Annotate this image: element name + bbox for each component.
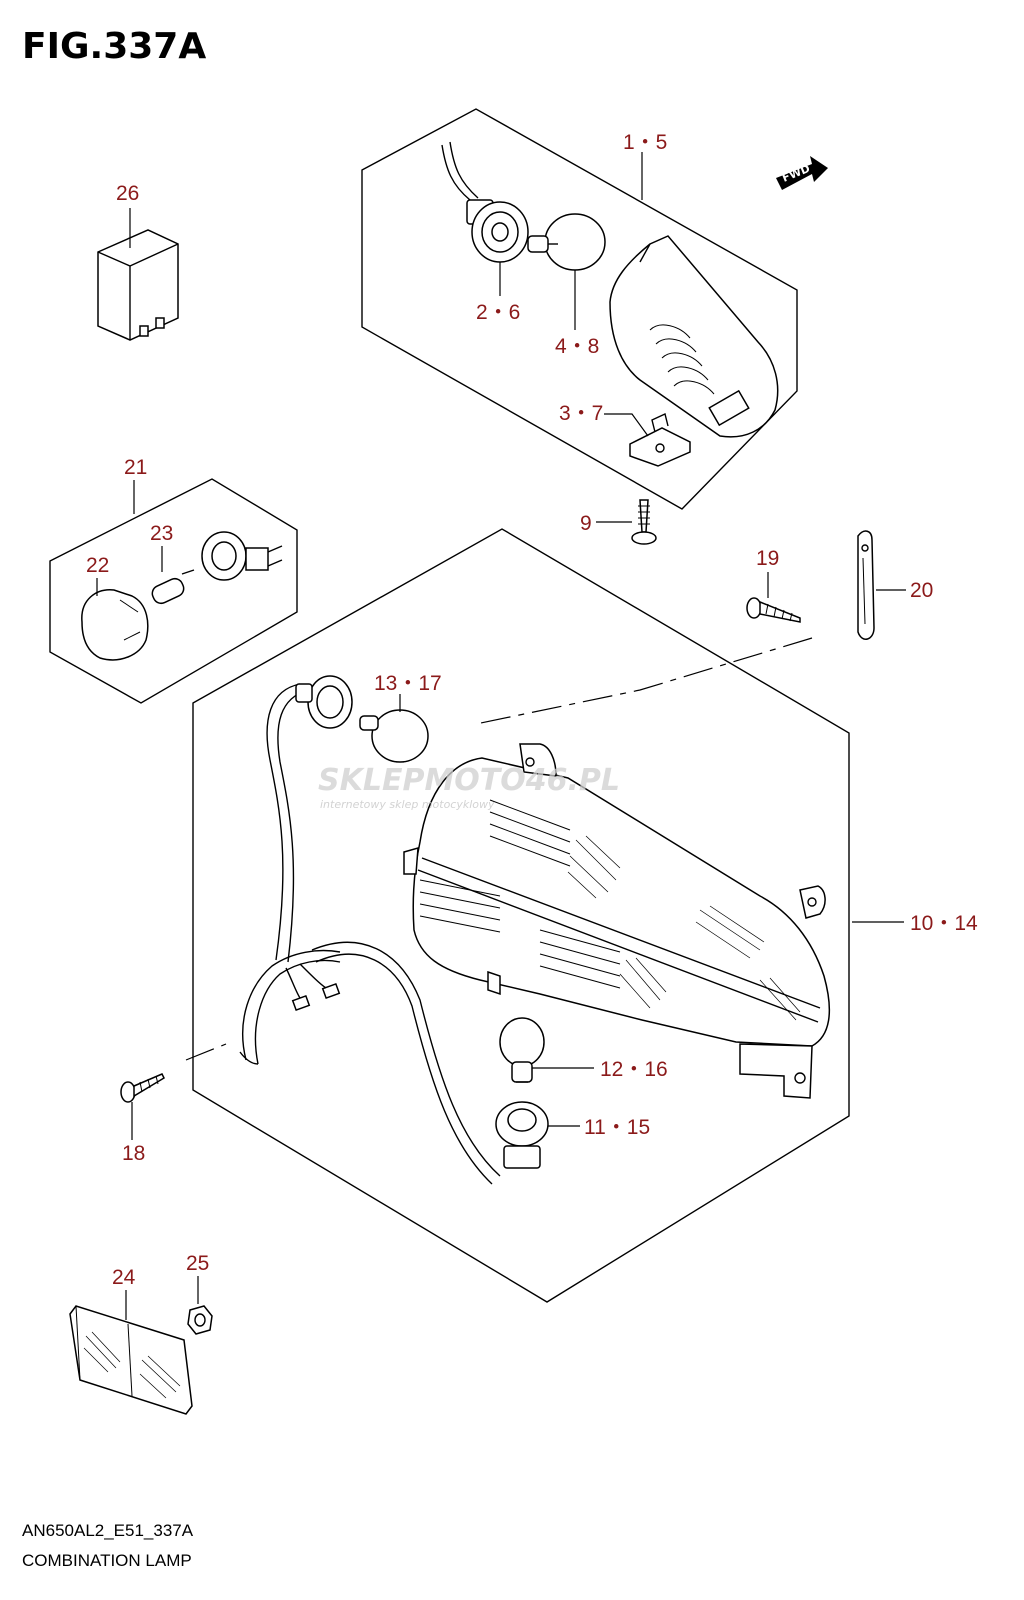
small-socket-part	[201, 531, 283, 581]
front-bulb-part	[527, 213, 606, 271]
callout-10-14: 10・14	[910, 912, 978, 935]
reflector-part: 24	[69, 1266, 193, 1415]
watermark-main: SKLEPMOTO46.PL	[318, 763, 620, 798]
nut-25-part: 25	[186, 1252, 213, 1335]
callout-12-16: 12・16	[600, 1058, 668, 1081]
small-lamp-group: 21 22 23	[49, 456, 298, 704]
front-socket-part	[441, 141, 529, 263]
callout-20: 20	[910, 579, 933, 602]
screw-9-part: 9	[580, 499, 657, 545]
screw-19-part: 19	[746, 547, 801, 623]
callout-25: 25	[186, 1252, 209, 1275]
watermark: SKLEPMOTO46.PL internetowy sklep motocyk…	[318, 763, 620, 811]
figure-caption: COMBINATION LAMP	[22, 1551, 192, 1570]
front-signal-lens-part	[609, 235, 779, 438]
main-socket-lower-part	[495, 1101, 549, 1169]
small-bulb-part	[151, 569, 195, 605]
combination-lamp-housing-part	[403, 743, 831, 1099]
callout-2-6: 2・6	[476, 301, 520, 324]
callout-22: 22	[86, 554, 109, 577]
callout-23: 23	[150, 522, 173, 545]
callout-11-15: 11・15	[584, 1116, 650, 1139]
band-20-part: 20	[857, 530, 933, 640]
callout-3-7: 3・7	[559, 402, 603, 425]
watermark-sub: internetowy sklep motocyklowy	[320, 798, 495, 811]
callout-13-17: 13・17	[374, 672, 442, 695]
combination-lamp-group: 13・17	[120, 528, 978, 1303]
callout-21: 21	[124, 456, 147, 479]
relay-part: 26	[97, 182, 179, 341]
wiring-harness-part	[239, 683, 501, 1185]
callout-18: 18	[122, 1142, 145, 1165]
callout-1-5: 1・5	[623, 131, 667, 154]
callout-24: 24	[112, 1266, 136, 1289]
figure-title: FIG.337A	[22, 26, 206, 67]
screw-18-part	[120, 1073, 165, 1103]
model-code: AN650AL2_E51_337A	[22, 1521, 194, 1540]
callout-19: 19	[756, 547, 779, 570]
main-bulb-upper-part	[359, 709, 429, 763]
fwd-arrow-icon: FWD	[776, 156, 828, 190]
main-bulb-lower-part	[499, 1017, 545, 1083]
small-lamp-cover-part	[81, 589, 149, 661]
callout-9: 9	[580, 512, 592, 535]
callout-4-8: 4・8	[555, 335, 599, 358]
callout-26: 26	[116, 182, 139, 205]
front-signal-group: 1・5 2・6 4・8 3・7	[361, 108, 798, 510]
main-socket-upper-part	[295, 675, 353, 729]
front-clip-part	[629, 413, 691, 467]
